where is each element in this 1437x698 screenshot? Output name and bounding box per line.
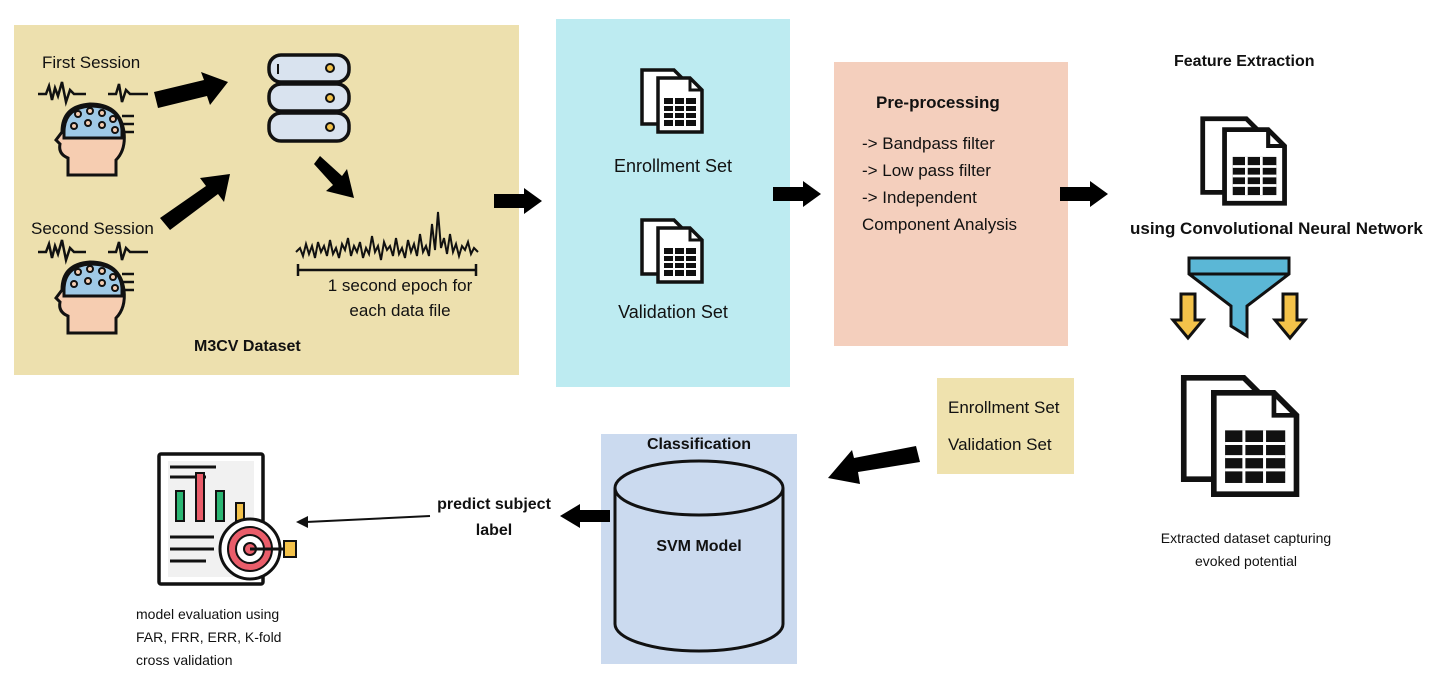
eeg-signal-icon	[295, 211, 479, 276]
spreadsheet-icon	[1180, 374, 1300, 498]
classification-title: Classification	[646, 436, 752, 453]
preprocessing-step-3-line2: Component Analysis	[862, 215, 1017, 234]
extracted-validation-set: Validation Set	[948, 435, 1052, 454]
preprocessing-panel	[834, 62, 1068, 346]
evaluation-line2: FAR, FRR, ERR, K-fold	[136, 629, 282, 645]
spreadsheet-icon	[640, 218, 704, 284]
database-icon	[267, 53, 351, 143]
epoch-label-line1: 1 second epoch for	[327, 276, 473, 295]
arrow-icon	[494, 188, 542, 214]
svm-model-label: SVM Model	[656, 538, 742, 555]
head-eeg-icon	[38, 81, 148, 177]
report-target-icon	[157, 452, 297, 586]
arrow-icon	[828, 446, 920, 484]
dataset-title: M3CV Dataset	[194, 338, 301, 355]
predict-label-line1: predict subject	[437, 496, 551, 513]
evaluation-line3: cross validation	[136, 652, 233, 668]
extracted-result-line1: Extracted dataset capturing	[1160, 530, 1332, 546]
validation-set-label: Validation Set	[618, 302, 728, 322]
arrow-icon	[773, 181, 821, 207]
arrow-icon	[314, 156, 354, 198]
feature-extraction-title: Feature Extraction	[1174, 53, 1315, 70]
preprocessing-step-3-line1: -> Independent	[862, 188, 977, 207]
predict-label-line2: label	[475, 522, 513, 539]
spreadsheet-icon	[640, 68, 704, 134]
arrow-icon	[560, 504, 610, 528]
extracted-result-line2: evoked potential	[1195, 553, 1297, 569]
spreadsheet-icon	[1200, 116, 1287, 206]
preprocessing-step-2: -> Low pass filter	[862, 161, 991, 180]
preprocessing-step-1: -> Bandpass filter	[862, 134, 995, 153]
enrollment-set-label: Enrollment Set	[613, 156, 733, 176]
extracted-sets-panel	[937, 378, 1074, 474]
evaluation-line1: model evaluation using	[136, 606, 280, 622]
database-cylinder-icon	[613, 459, 785, 653]
preprocessing-title: Pre-processing	[876, 93, 1000, 112]
funnel-icon	[1169, 256, 1309, 341]
epoch-label-line2: each data file	[349, 301, 451, 320]
arrow-icon	[296, 515, 431, 528]
arrow-icon	[1060, 181, 1108, 207]
head-eeg-icon	[38, 239, 148, 335]
cnn-method-label: using Convolutional Neural Network	[1130, 219, 1423, 238]
arrow-icon	[154, 72, 228, 108]
extracted-enrollment-set: Enrollment Set	[948, 398, 1060, 417]
second-session-label: Second Session	[31, 219, 154, 238]
arrow-icon	[160, 174, 230, 230]
first-session-label: First Session	[42, 53, 141, 72]
